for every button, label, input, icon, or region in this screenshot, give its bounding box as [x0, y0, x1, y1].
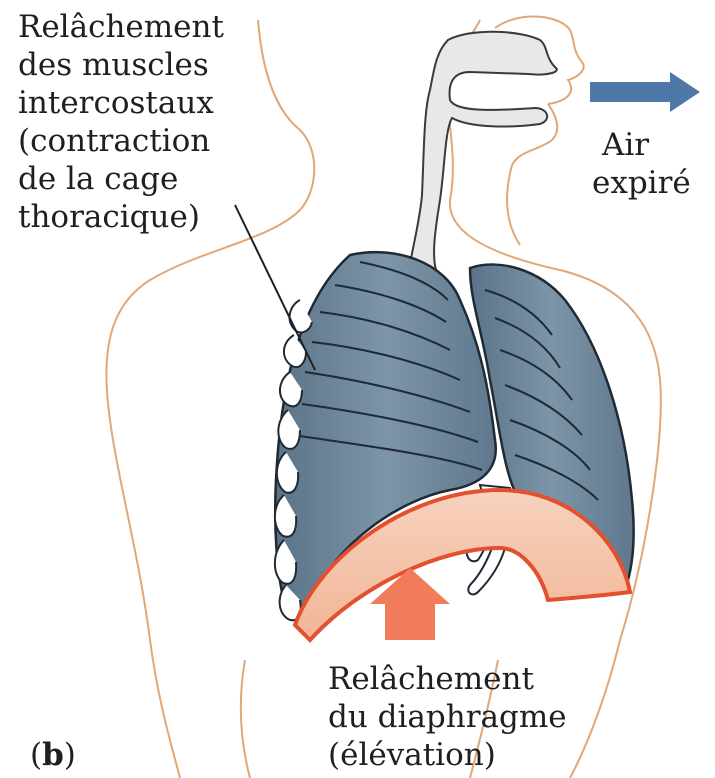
panel-open-paren: (	[30, 737, 42, 773]
arrow-right-icon	[590, 72, 700, 112]
label-line: thoracique)	[18, 198, 224, 236]
label-line: du diaphragme	[328, 698, 567, 736]
airway	[408, 32, 557, 275]
label-line: expiré	[592, 164, 691, 202]
pointer-line	[235, 205, 315, 370]
label-line: intercostaux	[18, 84, 224, 122]
panel-close-paren: )	[64, 737, 76, 773]
exhaled-air-label: Air expiré	[598, 126, 691, 202]
panel-label: (b)	[30, 736, 76, 774]
label-line: (contraction	[18, 122, 224, 160]
label-line: Air	[598, 126, 691, 164]
label-line: (élévation)	[328, 736, 567, 774]
intercostal-muscles-label: Relâchement des muscles intercostaux (co…	[18, 8, 224, 236]
label-line: Relâchement	[328, 660, 567, 698]
diaphragm-label: Relâchement du diaphragme (élévation)	[328, 660, 567, 774]
label-line: Relâchement	[18, 8, 224, 46]
label-line: de la cage	[18, 160, 224, 198]
panel-letter: b	[42, 737, 64, 773]
label-line: des muscles	[18, 46, 224, 84]
